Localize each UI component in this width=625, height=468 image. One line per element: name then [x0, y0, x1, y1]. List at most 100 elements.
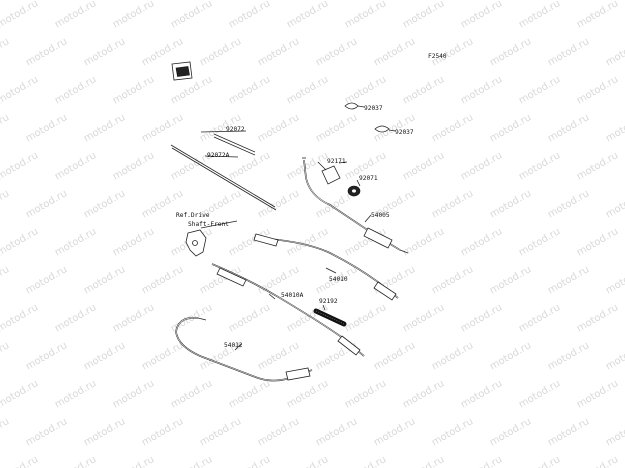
watermark-text: motod.ru: [111, 454, 156, 468]
watermark-text: motod.ru: [24, 264, 69, 296]
watermark-text: motod.ru: [343, 378, 388, 410]
watermark-text: motod.ru: [111, 378, 156, 410]
watermark-text: motod.ru: [430, 112, 475, 144]
part-label: 54012: [224, 342, 243, 349]
watermark-text: motod.ru: [82, 416, 127, 448]
watermark-text: motod.ru: [459, 302, 504, 334]
watermark-text: motod.ru: [401, 150, 446, 182]
watermark-text: motod.ru: [604, 340, 625, 372]
watermark-text: motod.ru: [0, 378, 40, 410]
watermark-text: motod.ru: [401, 0, 446, 31]
part-label: 54010A: [281, 292, 304, 299]
watermark-text: motod.ru: [459, 150, 504, 182]
watermark-text: motod.ru: [401, 226, 446, 258]
watermark-text: motod.ru: [24, 416, 69, 448]
leader-92171: [338, 161, 348, 164]
watermark-text: motod.ru: [256, 36, 301, 68]
watermark-text: motod.ru: [604, 416, 625, 448]
watermark-text: motod.ru: [82, 188, 127, 220]
watermark-text: motod.ru: [372, 416, 417, 448]
watermark-text: motod.ru: [111, 302, 156, 334]
watermark-text: motod.ru: [546, 264, 591, 296]
cable-tie-92072a: [170, 144, 277, 211]
watermark-text: motod.ru: [0, 454, 40, 468]
watermark-text: motod.ru: [372, 340, 417, 372]
watermark-text: motod.ru: [53, 302, 98, 334]
watermark-text: motod.ru: [0, 150, 40, 182]
watermark-text: motod.ru: [459, 454, 504, 468]
leader-54012: [234, 343, 242, 351]
watermark-text: motod.ru: [227, 150, 272, 182]
part-label: 92072A: [207, 152, 230, 159]
watermark-text: motod.ru: [343, 0, 388, 31]
watermark-text: motod.ru: [575, 454, 620, 468]
watermark-text: motod.ru: [488, 416, 533, 448]
watermark-text: motod.ru: [604, 264, 625, 296]
watermark-text: motod.ru: [517, 226, 562, 258]
watermark-text: motod.ru: [546, 188, 591, 220]
watermark-text: motod.ru: [285, 150, 330, 182]
watermark-text: motod.ru: [53, 0, 98, 31]
watermark-text: motod.ru: [0, 226, 40, 258]
watermark-text: motod.ru: [0, 112, 11, 144]
watermark-text: motod.ru: [140, 264, 185, 296]
watermark-text: motod.ru: [546, 340, 591, 372]
watermark-text: motod.ru: [169, 454, 214, 468]
watermark-text: motod.ru: [0, 302, 40, 334]
watermark-text: motod.ru: [488, 36, 533, 68]
drive-shaft-bracket: [185, 220, 238, 257]
cable-54012: [175, 316, 313, 382]
leader-54010a: [268, 293, 276, 300]
watermark-text: motod.ru: [0, 416, 11, 448]
watermark-text: motod.ru: [314, 112, 359, 144]
watermark-text: motod.ru: [111, 0, 156, 31]
watermark-text: motod.ru: [140, 416, 185, 448]
watermark-text: motod.ru: [604, 36, 625, 68]
watermark-text: motod.ru: [53, 74, 98, 106]
watermark-text: motod.ru: [0, 0, 40, 31]
watermark-text: motod.ru: [372, 36, 417, 68]
watermark-text: motod.ru: [517, 150, 562, 182]
leader-54005: [364, 214, 372, 223]
watermark-text: motod.ru: [401, 302, 446, 334]
watermark-text: motod.ru: [604, 188, 625, 220]
watermark-text: motod.ru: [0, 36, 11, 68]
watermark-text: motod.ru: [111, 226, 156, 258]
watermark-text: motod.ru: [401, 74, 446, 106]
watermark-text: motod.ru: [488, 264, 533, 296]
watermark-text: motod.ru: [575, 150, 620, 182]
watermark-text: motod.ru: [343, 302, 388, 334]
watermark-text: motod.ru: [517, 0, 562, 31]
part-label: 92072: [226, 126, 245, 133]
watermark-text: motod.ru: [24, 112, 69, 144]
watermark-text: motod.ru: [285, 0, 330, 31]
watermark-text: motod.ru: [227, 454, 272, 468]
watermark-text: motod.ru: [24, 188, 69, 220]
watermark-text: motod.ru: [256, 340, 301, 372]
watermark-text: motod.ru: [24, 36, 69, 68]
watermark-text: motod.ru: [227, 302, 272, 334]
watermark-text: motod.ru: [53, 150, 98, 182]
watermark-text: motod.ru: [256, 112, 301, 144]
watermark-text: motod.ru: [343, 454, 388, 468]
watermark-text: motod.ru: [430, 264, 475, 296]
part-label: 92071: [359, 175, 378, 182]
watermark-text: motod.ru: [82, 340, 127, 372]
watermark-text: motod.ru: [53, 378, 98, 410]
watermark-text: motod.ru: [430, 340, 475, 372]
ref-note-line2: Shaft-Front: [188, 221, 229, 228]
watermark-text: motod.ru: [604, 112, 625, 144]
watermark-text: motod.ru: [53, 454, 98, 468]
watermark-text: motod.ru: [198, 416, 243, 448]
watermark-text: motod.ru: [314, 416, 359, 448]
watermark-text: motod.ru: [459, 378, 504, 410]
watermark-text: motod.ru: [517, 74, 562, 106]
watermark-text: motod.ru: [0, 264, 11, 296]
watermark-text: motod.ru: [285, 454, 330, 468]
watermark-text: motod.ru: [111, 74, 156, 106]
watermark-text: motod.ru: [430, 416, 475, 448]
watermark-text: motod.ru: [575, 378, 620, 410]
watermark-text: motod.ru: [314, 36, 359, 68]
watermark-text: motod.ru: [488, 112, 533, 144]
